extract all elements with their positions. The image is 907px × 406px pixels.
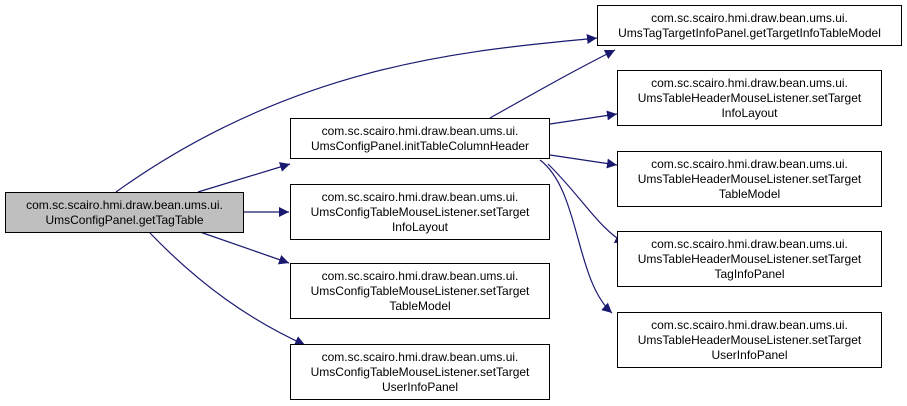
node-label-line: UmsTagTargetInfoPanel.getTargetInfoTable… [618,25,881,40]
node-config-set-target-user-info-panel[interactable]: com.sc.scairo.hmi.draw.bean.ums.ui. UmsC… [290,344,550,400]
node-label-line: com.sc.scairo.hmi.draw.bean.ums.ui. [321,349,519,364]
node-label-line: com.sc.scairo.hmi.draw.bean.ums.ui. [321,268,519,283]
edge-init-to-tag-target-get-target-info-table-model [489,49,616,119]
edge-root-to-tag-target-get-target-info-table-model [115,34,598,193]
node-label-line: UmsConfigTableMouseListener.setTarget [310,283,530,298]
edge-init-to-header-set-target-info-layout [549,110,618,125]
node-label-line: com.sc.scairo.hmi.draw.bean.ums.ui. [651,10,848,25]
node-label-line: com.sc.scairo.hmi.draw.bean.ums.ui. [651,75,848,90]
node-label-line: UmsTableHeaderMouseListener.setTarget [637,332,862,347]
edge-init-to-header-set-target-user-info-panel [539,159,613,314]
node-label-line: com.sc.scairo.hmi.draw.bean.ums.ui. [26,197,223,212]
node-label-line: UmsTableHeaderMouseListener.setTarget [637,171,862,186]
node-label-line: com.sc.scairo.hmi.draw.bean.ums.ui. [321,123,519,138]
edge-root-to-init-table-column-header [197,162,291,193]
node-header-set-target-user-info-panel[interactable]: com.sc.scairo.hmi.draw.bean.ums.ui. UmsT… [617,312,882,368]
edge-init-to-header-set-target-tag-info-panel [547,163,626,244]
node-label-line: com.sc.scairo.hmi.draw.bean.ums.ui. [651,156,848,171]
node-get-tag-table: com.sc.scairo.hmi.draw.bean.ums.ui. UmsC… [5,192,244,233]
node-label-line: UmsTableHeaderMouseListener.setTarget [637,90,862,105]
node-label-line: UmsConfigTableMouseListener.setTarget [310,364,530,379]
node-label-line: TagInfoPanel [714,266,785,281]
node-config-set-target-info-layout[interactable]: com.sc.scairo.hmi.draw.bean.ums.ui. UmsC… [290,184,550,240]
node-label-line: com.sc.scairo.hmi.draw.bean.ums.ui. [651,317,848,332]
edge-root-to-config-set-target-table-model [199,231,290,265]
node-label-line: InfoLayout [391,219,449,234]
node-label-line: TableModel [389,298,451,313]
node-label-line: UmsConfigPanel.getTagTable [45,212,204,227]
node-label-line: UserInfoPanel [711,347,788,362]
node-label-line: UmsConfigPanel.initTableColumnHeader [310,138,530,153]
node-header-set-target-info-layout[interactable]: com.sc.scairo.hmi.draw.bean.ums.ui. UmsT… [617,70,882,126]
node-label-line: UmsConfigTableMouseListener.setTarget [310,204,530,219]
node-header-set-target-table-model[interactable]: com.sc.scairo.hmi.draw.bean.ums.ui. UmsT… [617,151,882,207]
node-label-line: UmsTableHeaderMouseListener.setTarget [637,251,862,266]
node-header-set-target-tag-info-panel[interactable]: com.sc.scairo.hmi.draw.bean.ums.ui. UmsT… [617,231,882,287]
node-label-line: InfoLayout [721,105,778,120]
node-label-line: UserInfoPanel [381,379,459,394]
node-config-set-target-table-model[interactable]: com.sc.scairo.hmi.draw.bean.ums.ui. UmsC… [290,263,550,319]
node-tag-target-get-target-info-table-model[interactable]: com.sc.scairo.hmi.draw.bean.ums.ui. UmsT… [597,5,902,46]
node-label-line: com.sc.scairo.hmi.draw.bean.ums.ui. [321,189,519,204]
edge-root-to-config-set-target-user-info-panel [149,232,306,346]
node-label-line: TableModel [718,186,781,201]
node-init-table-column-header[interactable]: com.sc.scairo.hmi.draw.bean.ums.ui. UmsC… [290,118,550,159]
node-label-line: com.sc.scairo.hmi.draw.bean.ums.ui. [651,236,848,251]
edge-init-to-header-set-target-table-model [549,154,618,169]
